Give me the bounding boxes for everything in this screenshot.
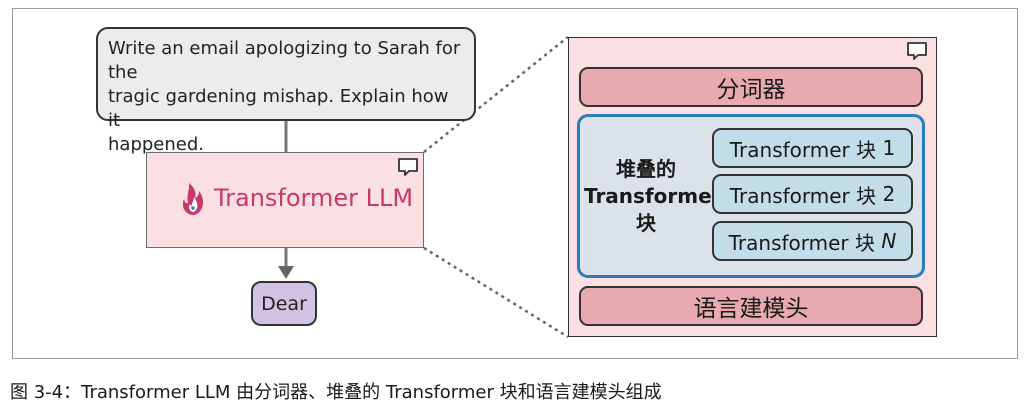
tokenizer-label: 分词器 xyxy=(716,77,786,103)
block-n-suffix: N xyxy=(881,229,897,253)
block-n-prefix: Transformer 块 xyxy=(728,230,882,255)
stack-label-line-3: 块 xyxy=(636,211,656,235)
stack-label: 堆叠的 Transformer 块 xyxy=(584,156,722,237)
block-2-suffix: 2 xyxy=(882,182,896,206)
transformer-block-2: Transformer 块 2 xyxy=(712,174,913,214)
prompt-line-1: Write an email apologizing to Sarah for … xyxy=(108,38,461,83)
block-1-prefix: Transformer 块 xyxy=(729,137,883,162)
prompt-line-2: tragic gardening mishap. Explain how it xyxy=(108,86,449,131)
transformer-block-n: Transformer 块 N xyxy=(712,221,913,261)
tokenizer-bar: 分词器 xyxy=(579,67,923,107)
lm-head-bar: 语言建模头 xyxy=(579,286,923,326)
lm-head-label: 语言建模头 xyxy=(693,296,809,322)
output-token-text: Dear xyxy=(261,292,307,315)
stack-label-line-2: Transformer xyxy=(584,184,722,208)
stack-label-line-1: 堆叠的 xyxy=(616,157,676,181)
llm-label: Transformer LLM xyxy=(214,184,414,212)
block-2-prefix: Transformer 块 xyxy=(729,183,883,208)
figure-caption: 图 3-4：Transformer LLM 由分词器、堆叠的 Transform… xyxy=(10,382,662,403)
transformer-block-1: Transformer 块 1 xyxy=(712,128,913,168)
block-1-suffix: 1 xyxy=(882,136,896,160)
flame-icon xyxy=(182,183,204,215)
zoom-line-bottom xyxy=(423,246,569,339)
output-token-box: Dear xyxy=(251,281,317,326)
prompt-line-3: happened. xyxy=(108,134,204,155)
panel-chat-bubble-icon xyxy=(907,42,927,60)
zoom-line-top xyxy=(423,36,569,153)
input-prompt-box: Write an email apologizing to Sarah for … xyxy=(96,27,476,155)
output-arrow-head xyxy=(278,266,294,279)
chat-bubble-icon xyxy=(398,158,418,176)
